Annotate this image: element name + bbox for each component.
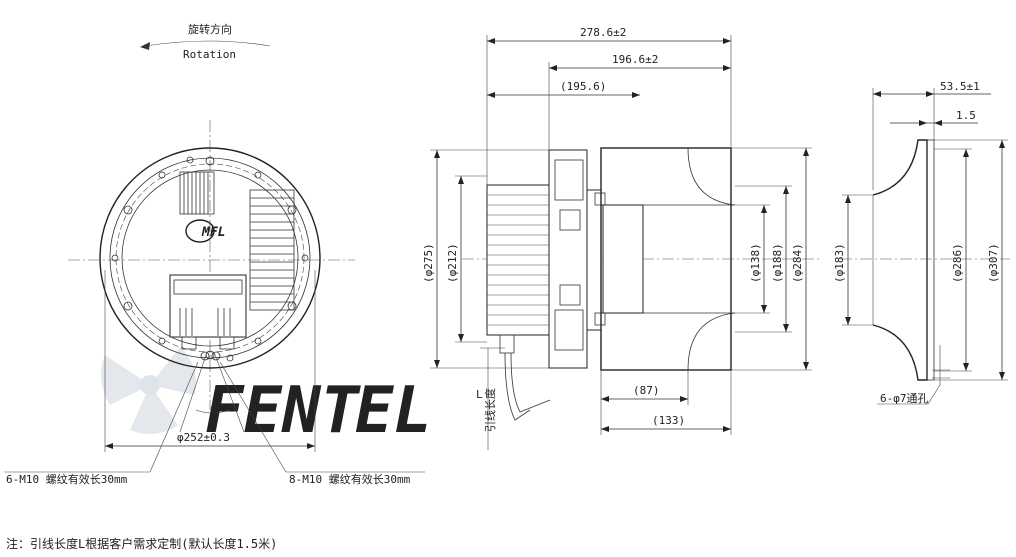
dim-length-87: (87) [600, 370, 689, 435]
thread-leaders: 6-M10 螺纹有效长30mm 8-M10 螺纹有效长30mm [4, 361, 425, 486]
fan-watermark-icon [101, 347, 196, 434]
watermark: FENT EL [101, 347, 432, 448]
lead-l-label: L [476, 388, 483, 401]
dim-1-5-label: 1.5 [956, 109, 976, 122]
dim-diameter-212: (φ212) [446, 175, 487, 343]
rotation-arc [144, 40, 271, 47]
dim-diameter-275: (φ275) [422, 149, 549, 369]
dim-length-278: 278.6±2 [486, 26, 732, 185]
diameter-275-label: (φ275) [422, 243, 435, 283]
diameter-138-label: (φ138) [749, 243, 762, 283]
lead-length-label: 引线长度 [483, 388, 497, 432]
dim-length-195: (195.6) [487, 80, 640, 98]
flange-outer-circle [99, 147, 321, 369]
diameter-188-label: (φ188) [771, 243, 784, 283]
dim-53-5-label: 53.5±1 [940, 80, 980, 93]
length-278-label: 278.6±2 [580, 26, 626, 39]
rotation-label-cn: 旋转方向 [188, 22, 232, 36]
diameter-183-label: (φ183) [833, 243, 846, 283]
diameter-252-label: φ252±0.3 [177, 431, 230, 444]
motor-fins [487, 194, 549, 326]
dim-diameter-138: (φ138) [735, 204, 770, 314]
diameter-307-label: (φ307) [987, 243, 1000, 283]
dim-length-196: 196.6±2 [548, 53, 731, 150]
watermark-text-gray: FENT [205, 374, 362, 448]
thread-right-label: 8-M10 螺纹有效长30mm [289, 472, 411, 486]
heatsink-fins-top [179, 171, 215, 215]
holes-label: 6-φ7通孔 [880, 392, 929, 405]
rotation-indicator: 旋转方向 Rotation [140, 22, 271, 61]
rotation-label-en: Rotation [183, 48, 236, 61]
inlet-ring-profile [872, 139, 928, 381]
dim-diameter-188: (φ188) [735, 185, 792, 333]
dim-1-5: 1.5 [890, 109, 978, 126]
angle-annotation: 8° [179, 351, 245, 433]
dim-length-133: (133) [601, 370, 732, 435]
watermark-text-blue: EL [355, 374, 432, 448]
heatsink-fins-right [249, 189, 295, 311]
length-87-label: (87) [633, 384, 660, 397]
dim-diameter-183: (φ183) [833, 194, 873, 326]
dim-53-5: 53.5±1 [872, 80, 991, 190]
logo-text: MFL [201, 225, 225, 240]
dim-diameter-284: (φ284) [731, 147, 812, 371]
junction-box [169, 274, 247, 361]
side-view: L 引线长度 278.6±2 196.6±2 (195.6) [422, 26, 820, 450]
diameter-212-label: (φ212) [446, 243, 459, 283]
lead-wire: L 引线长度 [476, 334, 551, 450]
rotation-arrow-icon [140, 42, 150, 50]
dim-diameter-286: (φ286) [934, 148, 972, 372]
holes-note: 6-φ7通孔 [877, 345, 950, 405]
motor-body [486, 184, 550, 336]
logo: MFL [185, 219, 225, 243]
dim-diameter-307: (φ307) [934, 139, 1008, 381]
thread-left-label: 6-M10 螺纹有效长30mm [6, 472, 128, 486]
diameter-286-label: (φ286) [951, 243, 964, 283]
footnote: 注：引线长度L根据客户需求定制(默认长度1.5米) [6, 536, 277, 551]
angle-label: 8° [210, 404, 223, 417]
inlet-ring-view: 53.5±1 1.5 (φ183) (φ286) [833, 80, 1010, 405]
dim-diameter-252: φ252±0.3 [104, 270, 316, 452]
front-view: MFL 8° φ252±0.3 [4, 120, 425, 486]
length-196-label: 196.6±2 [612, 53, 658, 66]
impeller [600, 147, 736, 371]
diameter-284-label: (φ284) [791, 243, 804, 283]
length-195-label: (195.6) [560, 80, 606, 93]
length-133-label: (133) [652, 414, 685, 427]
